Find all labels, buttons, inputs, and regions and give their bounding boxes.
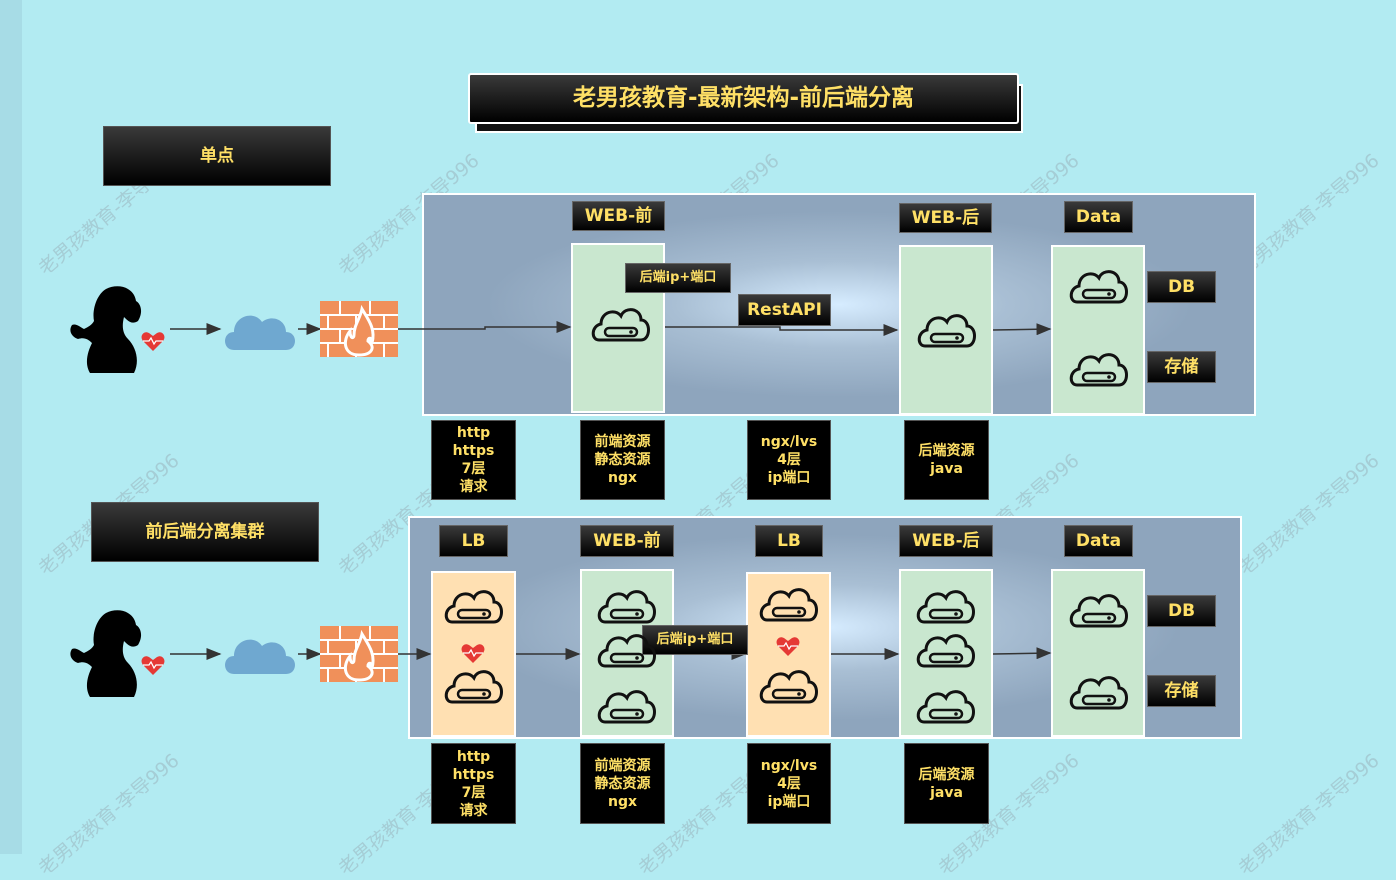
single-note-frontend: 前端资源 静态资源 ngx bbox=[580, 420, 665, 500]
note-line: http bbox=[456, 425, 491, 441]
cluster-web-front-label: WEB-前 bbox=[580, 525, 674, 557]
single-web-back-label: WEB-后 bbox=[899, 203, 992, 233]
note-line: ngx bbox=[607, 793, 638, 810]
single-note-http: http https 7层 请求 bbox=[431, 420, 516, 500]
single-db-label: DB bbox=[1147, 271, 1216, 303]
server-cloud-icon bbox=[444, 670, 503, 704]
single-storage-label: 存储 bbox=[1147, 351, 1216, 383]
server-cloud-icon bbox=[597, 634, 656, 668]
arrow-webfront-to-webback-1 bbox=[665, 324, 899, 336]
server-cloud-icon bbox=[917, 314, 976, 348]
note-line: 前端资源 bbox=[594, 434, 651, 450]
firewall-icon bbox=[320, 301, 398, 357]
single-web-back-column bbox=[899, 245, 993, 415]
note-line: ngx bbox=[607, 470, 638, 486]
server-cloud-icon bbox=[1069, 353, 1128, 387]
note-line: 请求 bbox=[459, 802, 488, 819]
arrow-webback-to-data-1 bbox=[992, 323, 1052, 336]
arrow-webback-to-data-2 bbox=[992, 647, 1052, 660]
cluster-backend-ip-port-label: 后端ip+端口 bbox=[642, 625, 748, 655]
user-silhouette-icon bbox=[70, 286, 142, 373]
note-line: ngx/lvs bbox=[760, 434, 818, 450]
server-cloud-icon bbox=[1069, 676, 1128, 710]
server-cloud-icon bbox=[759, 670, 818, 704]
note-line: 4层 bbox=[777, 452, 801, 468]
note-line: 静态资源 bbox=[594, 452, 651, 468]
note-line: 静态资源 bbox=[594, 775, 651, 792]
note-line: ip端口 bbox=[767, 793, 811, 810]
cloud-icon bbox=[225, 315, 295, 350]
server-cloud-icon bbox=[1069, 594, 1128, 628]
single-web-front-label: WEB-前 bbox=[572, 201, 665, 231]
single-note-lb: ngx/lvs 4层 ip端口 bbox=[747, 420, 831, 500]
note-line: 后端资源 bbox=[918, 443, 975, 459]
note-line: https bbox=[452, 443, 495, 459]
note-line: ip端口 bbox=[767, 470, 811, 486]
heart-icon bbox=[461, 644, 485, 663]
arrow-firewall-to-webfront-1 bbox=[398, 321, 572, 333]
server-cloud-icon bbox=[597, 690, 656, 724]
note-line: ngx/lvs bbox=[760, 757, 818, 774]
heart-icon bbox=[776, 637, 800, 656]
note-line: java bbox=[930, 784, 963, 801]
note-line: 7层 bbox=[461, 461, 486, 477]
server-cloud-icon bbox=[591, 308, 650, 342]
cluster-db-label: DB bbox=[1147, 595, 1216, 627]
left-edge-bar bbox=[0, 0, 22, 854]
single-data-column bbox=[1051, 245, 1145, 415]
cluster-note-frontend: 前端资源 静态资源 ngx bbox=[580, 743, 665, 824]
cluster-note-http: http https 7层 请求 bbox=[431, 743, 516, 824]
note-line: 后端资源 bbox=[918, 766, 975, 783]
server-cloud-icon bbox=[916, 634, 975, 668]
cluster-note-backend: 后端资源 java bbox=[904, 743, 989, 824]
cluster-data-label: Data bbox=[1064, 525, 1133, 557]
heart-icon bbox=[141, 332, 165, 351]
section-label-cluster: 前后端分离集群 bbox=[91, 502, 319, 562]
single-restapi-label: RestAPI bbox=[738, 294, 831, 326]
note-line: 4层 bbox=[777, 775, 801, 792]
cluster-note-lb: ngx/lvs 4层 ip端口 bbox=[747, 743, 831, 824]
server-cloud-icon bbox=[759, 588, 818, 622]
note-line: 请求 bbox=[459, 479, 488, 495]
single-backend-ip-port-label: 后端ip+端口 bbox=[625, 263, 731, 293]
note-line: https bbox=[452, 766, 495, 783]
cloud-icon bbox=[225, 639, 295, 674]
page-title: 老男孩教育-最新架构-前后端分离 bbox=[468, 73, 1019, 124]
server-cloud-icon bbox=[444, 590, 503, 624]
server-cloud-icon bbox=[1069, 270, 1128, 304]
note-line: java bbox=[930, 461, 963, 477]
cluster-lb1-label: LB bbox=[439, 525, 508, 557]
note-line: 前端资源 bbox=[594, 757, 651, 774]
single-data-label: Data bbox=[1064, 201, 1133, 233]
server-cloud-icon bbox=[597, 590, 656, 624]
server-cloud-icon bbox=[916, 690, 975, 724]
server-cloud-icon bbox=[916, 590, 975, 624]
cluster-lb2-label: LB bbox=[755, 525, 823, 557]
single-note-backend: 后端资源 java bbox=[904, 420, 989, 500]
firewall-icon bbox=[320, 626, 398, 682]
section-label-single: 单点 bbox=[103, 126, 331, 186]
cluster-storage-label: 存储 bbox=[1147, 675, 1216, 707]
connector-arrows bbox=[170, 321, 1052, 660]
note-line: 7层 bbox=[461, 784, 486, 801]
note-line: http bbox=[456, 748, 491, 765]
user-silhouette-icon bbox=[70, 610, 142, 697]
heart-icon bbox=[141, 656, 165, 675]
cluster-web-back-label: WEB-后 bbox=[899, 525, 993, 557]
